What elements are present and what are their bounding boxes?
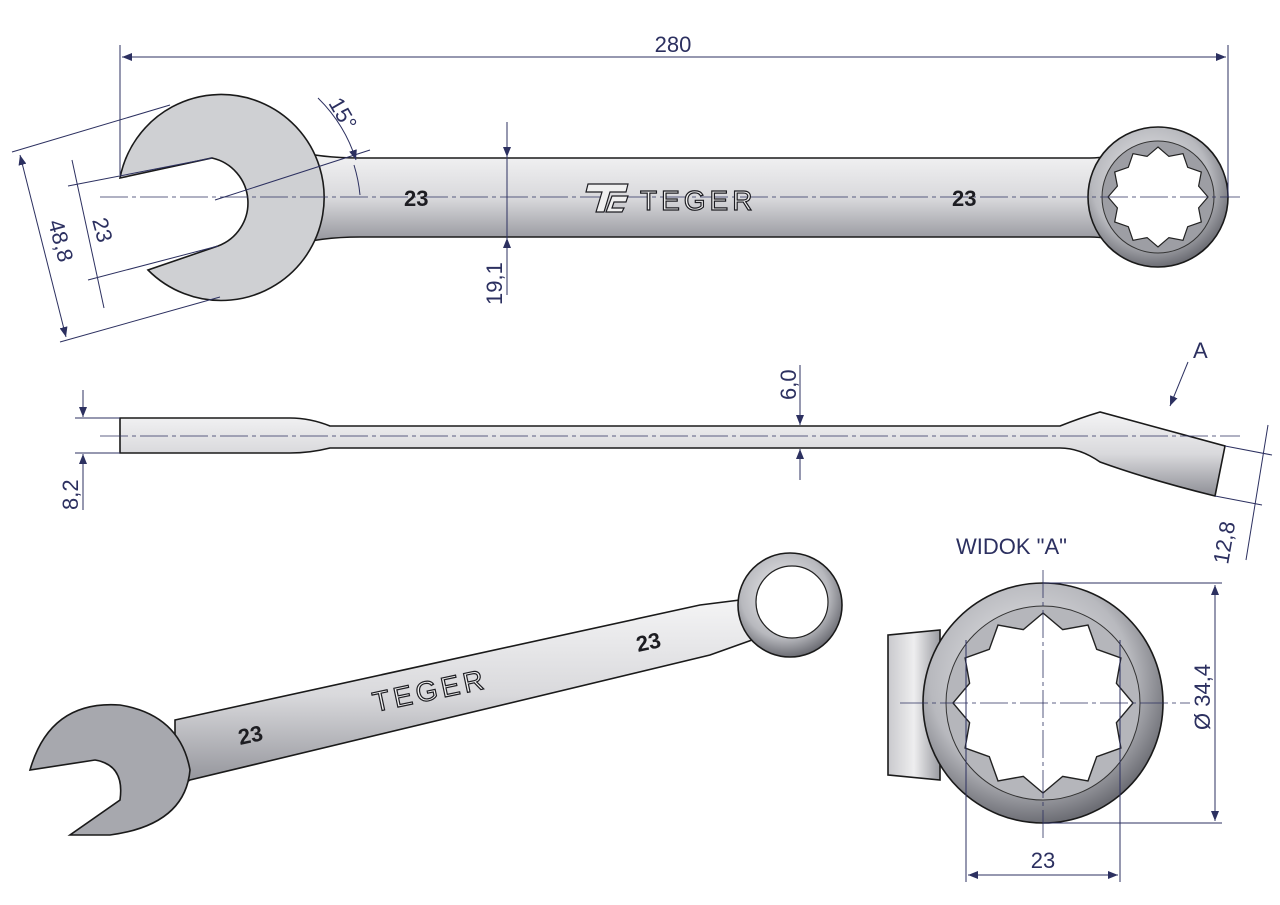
dim-angle: 15° xyxy=(324,93,362,134)
iso-view: 23 23 TEGER xyxy=(28,552,843,836)
dim-open-end-thickness: 8,2 xyxy=(58,479,83,510)
dim-outer-diameter: Ø 34,4 xyxy=(1190,664,1215,730)
size-mark-right: 23 xyxy=(952,186,976,211)
size-mark-left: 23 xyxy=(404,186,428,211)
dim-head-width: 48,8 xyxy=(43,217,78,265)
brand-logo: TEGER xyxy=(585,183,756,217)
view-arrow-label: A xyxy=(1193,338,1208,363)
iso-size-mark-left: 23 xyxy=(236,720,265,750)
detail-title: WIDOK "A" xyxy=(956,534,1067,559)
dim-ring-thickness: 12,8 xyxy=(1208,519,1240,566)
dim-overall-length: 280 xyxy=(655,32,692,57)
top-view: 23 23 TEGER 280 15° 19,1 23 48,8 xyxy=(11,32,1240,343)
iso-size-mark-right: 23 xyxy=(634,627,663,657)
side-profile xyxy=(119,411,1226,497)
dim-across-flats: 23 xyxy=(1031,848,1055,873)
dim-handle-thickness: 6,0 xyxy=(776,369,801,400)
open-end-head xyxy=(118,93,325,302)
detail-view-a: WIDOK "A" Ø 34,4 23 xyxy=(887,534,1222,882)
dim-jaw-opening: 23 xyxy=(87,215,117,245)
iso-open-end xyxy=(28,703,191,836)
dim-handle-width: 19,1 xyxy=(482,262,507,305)
brand-name: TEGER xyxy=(640,185,756,216)
side-view: 6,0 8,2 12,8 A xyxy=(58,338,1273,566)
